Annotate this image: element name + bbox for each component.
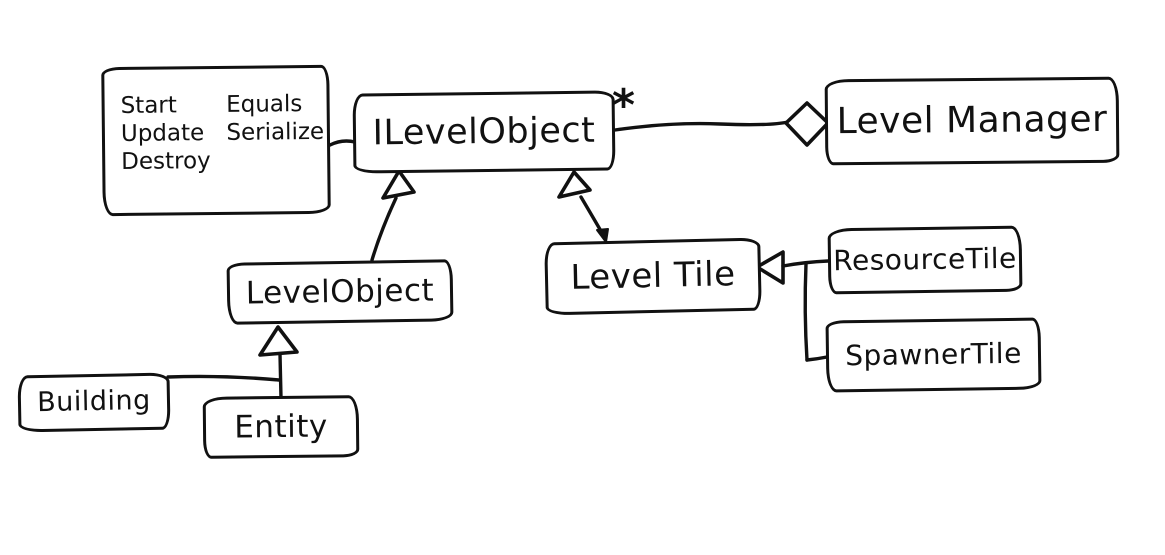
class-box-ilevelobject: ILevelObject (352, 90, 616, 174)
method-name: Destroy (121, 148, 211, 176)
hollow-triangle-icon (381, 169, 416, 200)
class-box-resourcetile: ResourceTile (827, 225, 1023, 295)
method-name: Update (120, 120, 205, 148)
class-name: Entity (234, 408, 328, 446)
class-name: Building (36, 385, 152, 419)
inheritance-edge-tiles (755, 250, 830, 362)
method-name: Equals (225, 91, 303, 118)
class-name: ResourceTile (833, 242, 1017, 278)
method-name: Start (120, 92, 177, 119)
class-name: LevelObject (245, 272, 435, 312)
inheritance-edge-building-entity (166, 325, 299, 400)
class-name: ILevelObject (372, 110, 596, 153)
class-box-building: Building (17, 372, 171, 433)
method-name: Serialize (226, 119, 325, 147)
methods-note-box: Start Equals Update Serialize Destroy (101, 64, 331, 217)
inheritance-edge-levelobject (370, 169, 416, 262)
aggregation-diamond-icon (784, 101, 830, 147)
note-link-line (328, 139, 357, 147)
class-name: Level Tile (570, 253, 736, 298)
class-box-leveltile: Level Tile (544, 237, 762, 316)
class-name: Level Manager (836, 98, 1108, 143)
aggregation-multiplicity-label: * (612, 80, 636, 131)
class-name: SpawnerTile (844, 337, 1023, 373)
inheritance-edge-leveltile (557, 170, 609, 243)
hollow-triangle-icon (258, 325, 299, 357)
method-name (227, 148, 325, 173)
class-box-spawnertile: SpawnerTile (825, 317, 1042, 393)
aggregation-edge (613, 101, 830, 147)
methods-list: Start Equals Update Serialize Destroy (120, 91, 325, 176)
class-box-levelmanager: Level Manager (824, 76, 1120, 166)
hollow-triangle-icon (557, 170, 592, 199)
class-box-levelobject: LevelObject (226, 259, 454, 325)
class-box-entity: Entity (202, 395, 360, 459)
